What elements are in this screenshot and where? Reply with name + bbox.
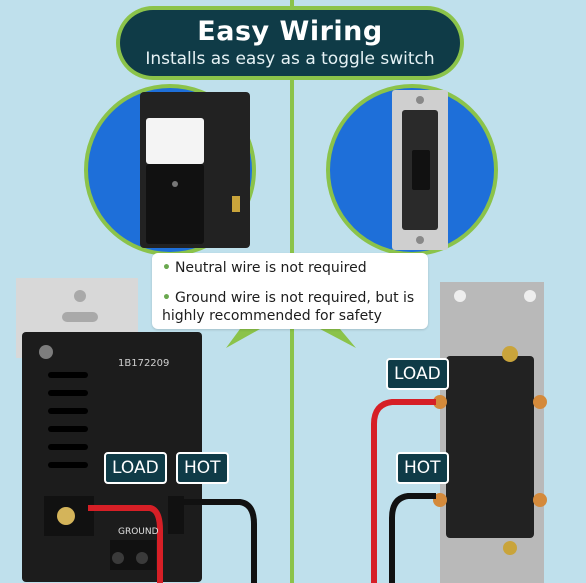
ground-note: •Ground wire is not required, but is hig… xyxy=(162,289,424,325)
note-pointer-left xyxy=(226,329,260,348)
left-hot-label: HOT xyxy=(176,452,229,484)
left-load-wire-red xyxy=(88,505,163,583)
ground-terminal-text: GROUND xyxy=(118,527,159,537)
toggle-switch-closeup xyxy=(392,90,448,250)
right-hot-label: HOT xyxy=(396,452,449,484)
neutral-note: •Neutral wire is not required xyxy=(162,259,367,277)
ground-note-text: Ground wire is not required, but is high… xyxy=(162,290,415,324)
model-number-text: 1B172209 xyxy=(118,358,169,369)
right-load-label: LOAD xyxy=(386,358,449,390)
banner-title: Easy Wiring xyxy=(197,16,383,47)
left-hot-wire-black xyxy=(180,499,257,583)
bullet-icon: • xyxy=(162,260,171,276)
neutral-note-text: Neutral wire is not required xyxy=(174,260,367,276)
banner-subtitle: Installs as easy as a toggle switch xyxy=(145,49,435,69)
left-load-label: LOAD xyxy=(104,452,167,484)
bullet-icon: • xyxy=(162,290,171,306)
right-toggle-device xyxy=(433,282,547,583)
title-banner: Easy Wiring Installs as easy as a toggle… xyxy=(120,10,460,76)
note-pointer-right xyxy=(320,329,356,348)
right-load-wire-red xyxy=(371,399,436,583)
requirements-note: •Neutral wire is not required •Ground wi… xyxy=(152,253,428,329)
right-hot-wire-black xyxy=(389,493,436,583)
sensor-switch-closeup xyxy=(140,92,250,248)
